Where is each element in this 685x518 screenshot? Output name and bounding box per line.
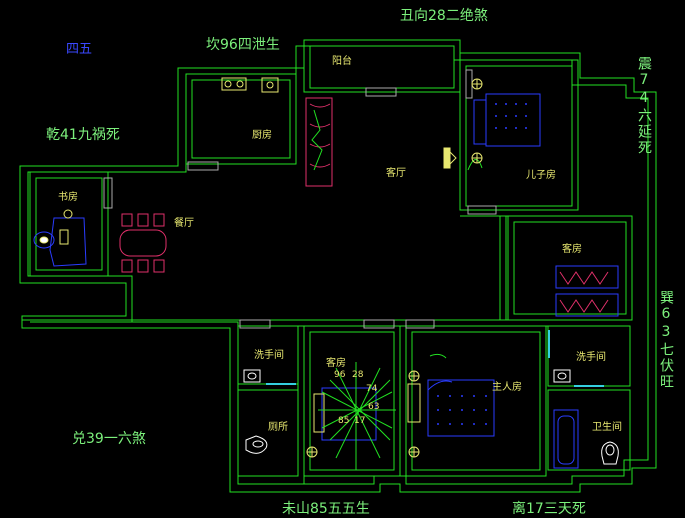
room-label-child: 儿子房 xyxy=(526,170,556,181)
window-child xyxy=(467,205,497,215)
basin-icon-right xyxy=(553,369,571,383)
bathtub-icon xyxy=(553,409,579,469)
bagua-grid xyxy=(318,362,396,470)
grid-number-28: 28 xyxy=(352,370,364,380)
dining-table-icon xyxy=(119,213,167,273)
direction-bottom-left: 未山85五五生 xyxy=(282,501,370,517)
room-label-guest-right: 客房 xyxy=(562,244,582,255)
master-wall xyxy=(405,325,547,477)
tv-icon xyxy=(443,147,457,169)
sofa-icon xyxy=(305,97,333,187)
window-master xyxy=(405,319,435,329)
grid-number-63: 63 xyxy=(368,402,380,412)
study-wall xyxy=(29,171,109,277)
guest-room-right-wall xyxy=(507,215,633,321)
study-desk-icon xyxy=(33,217,87,267)
direction-left-lower: 兑39一六煞 xyxy=(72,431,146,447)
guest-bed-icon xyxy=(555,265,619,317)
room-label-wash-right: 洗手间 xyxy=(576,352,606,363)
outer-wall xyxy=(19,39,657,493)
direction-right-middle: 巽63七伏旺 xyxy=(658,290,674,390)
toilet-icon-right xyxy=(601,441,619,465)
window-guest xyxy=(363,319,395,329)
direction-top-left: 坎96四泄生 xyxy=(206,37,280,53)
grid-number-96: 96 xyxy=(334,370,346,380)
window-child-top xyxy=(465,69,473,99)
room-label-wash-left: 洗手间 xyxy=(254,350,284,361)
room-label-kitchen: 厨房 xyxy=(252,130,272,141)
room-label-master: 主人房 xyxy=(492,382,522,393)
window-kitchen xyxy=(187,161,219,171)
room-label-study: 书房 xyxy=(58,192,78,203)
grid-number-74: 74 xyxy=(366,384,378,394)
kitchen-wall xyxy=(185,73,297,165)
guest-center-bed-icon xyxy=(321,387,377,441)
room-label-toilet: 厕所 xyxy=(268,422,288,433)
room-label-dining: 餐厅 xyxy=(174,218,194,229)
grid-number-85: 85 xyxy=(338,416,350,426)
room-label-bath: 卫生间 xyxy=(592,422,622,433)
grid-number-17: 17 xyxy=(354,416,366,426)
window-left-wash xyxy=(239,319,271,329)
basin-icon-left xyxy=(243,369,261,383)
child-bed-icon xyxy=(473,93,541,147)
guest-center-wall xyxy=(303,325,401,477)
room-label-balcony: 阳台 xyxy=(332,56,352,67)
direction-bottom-right: 离17三天死 xyxy=(512,501,586,517)
room-label-guest-center: 客房 xyxy=(326,358,346,369)
balcony-wall xyxy=(303,39,461,93)
window-study xyxy=(103,177,113,209)
master-bed-icon xyxy=(427,379,495,437)
room-label-living: 客厅 xyxy=(386,168,406,179)
toilet-icon xyxy=(245,435,268,454)
direction-right-upper: 震74六延死 xyxy=(636,56,652,156)
direction-left-upper: 乾41九祸死 xyxy=(46,127,120,143)
stove-icon xyxy=(221,77,247,91)
direction-top-center: 丑向28二绝煞 xyxy=(400,8,488,24)
window-balcony xyxy=(365,87,397,97)
child-room-wall xyxy=(459,59,579,211)
sink-icon xyxy=(261,77,279,93)
corner-label: 四五 xyxy=(66,42,93,57)
